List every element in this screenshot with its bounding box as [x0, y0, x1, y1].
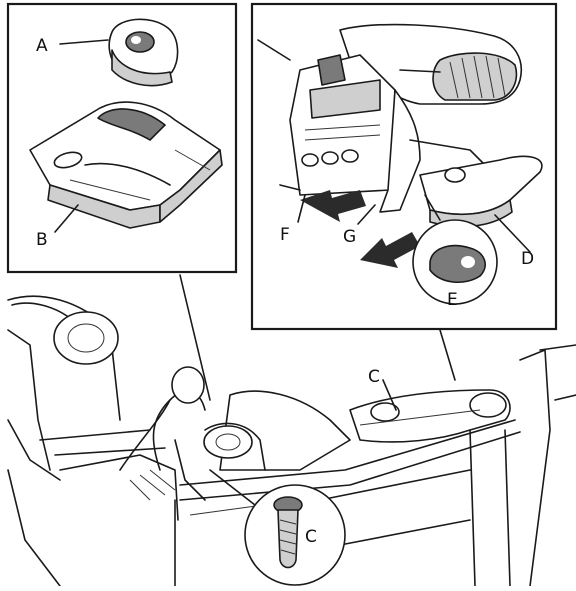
- leader-c-car: [382, 379, 397, 411]
- leader-b: [54, 204, 79, 233]
- label-c-car: C: [368, 367, 380, 387]
- label-c-circle: C: [305, 527, 317, 547]
- clip-e: [429, 244, 486, 283]
- console-unit: [279, 23, 543, 228]
- label-f: F: [280, 225, 290, 245]
- push-arrow-upper: [300, 190, 366, 222]
- label-b: B: [36, 230, 48, 250]
- leader-top: [257, 39, 291, 61]
- part-a-cap: [108, 18, 179, 87]
- push-arrow-lower: [360, 232, 420, 268]
- gear-knob: [171, 366, 205, 404]
- label-e: E: [447, 290, 458, 310]
- leader-d: [494, 214, 531, 253]
- part-b-panel: [29, 101, 223, 229]
- steering-hub: [53, 311, 119, 365]
- leader-c-circle: [209, 469, 256, 506]
- car-interior: [7, 274, 576, 587]
- label-d: D: [521, 249, 534, 269]
- leader-a: [59, 39, 109, 45]
- screw-c: [273, 496, 303, 569]
- label-a: A: [36, 36, 48, 56]
- label-g: G: [343, 227, 356, 247]
- console-cupholder: [203, 425, 253, 459]
- leader-g: [357, 204, 376, 225]
- leader-f: [297, 194, 306, 223]
